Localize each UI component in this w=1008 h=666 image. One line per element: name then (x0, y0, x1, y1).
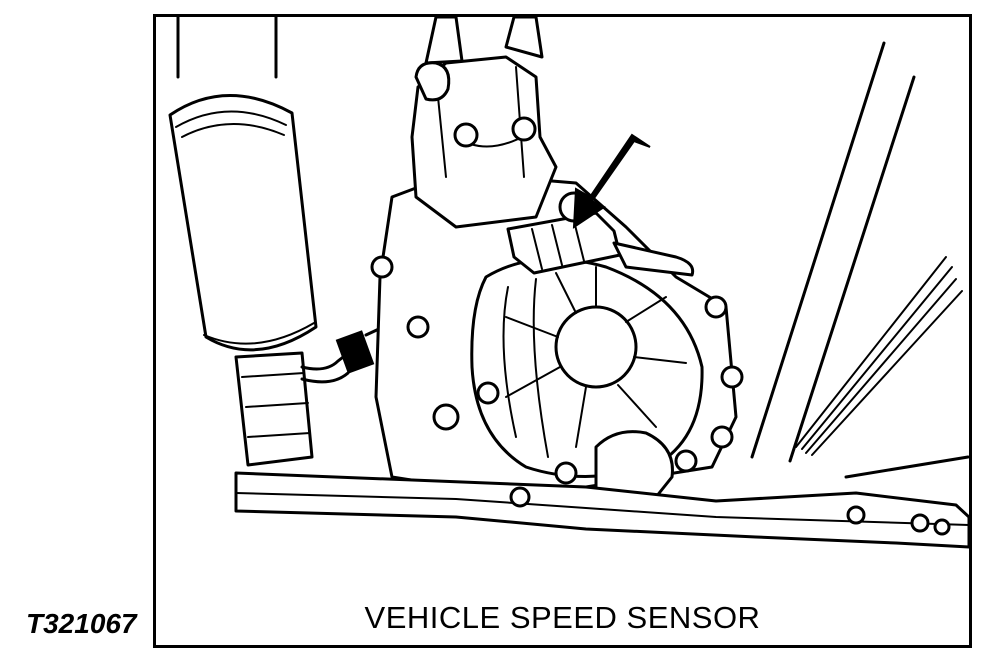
vehicle-speed-sensor (506, 191, 695, 277)
figure-frame: VEHICLE SPEED SENSOR (153, 14, 972, 648)
muffler (168, 17, 318, 467)
frame-rails (750, 41, 969, 479)
figure-id: T321067 (26, 608, 137, 639)
cross-member (234, 471, 969, 549)
transmission-illustration (168, 17, 969, 549)
figure-caption: VEHICLE SPEED SENSOR (364, 600, 761, 635)
pointer-arrow-icon (572, 133, 651, 229)
